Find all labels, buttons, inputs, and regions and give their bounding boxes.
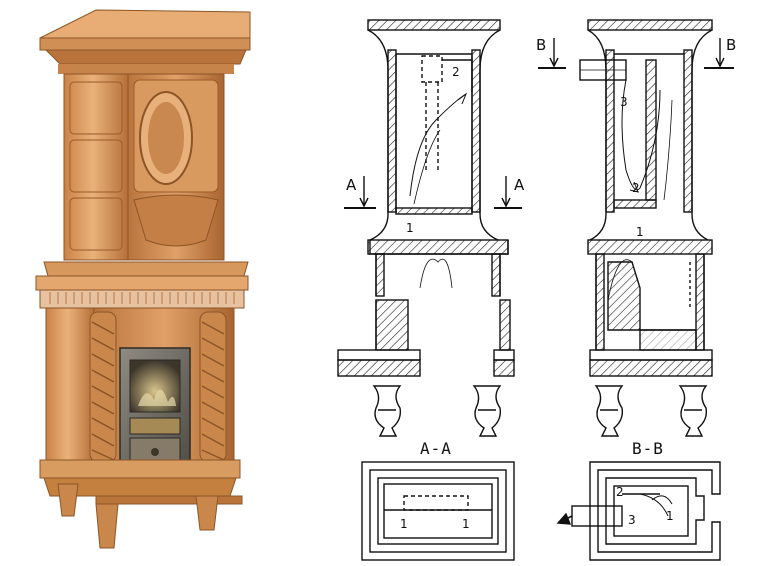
section-aa-title: A-A: [420, 439, 452, 458]
section-marker-b-left: B: [536, 36, 546, 54]
plan-bb-label-3: 3: [628, 513, 636, 527]
plan-aa-label-left: 1: [400, 517, 408, 531]
front-label-1: 1: [406, 221, 414, 235]
front-section-drawing: [337, 19, 522, 437]
side-label-2: 2: [632, 181, 640, 195]
side-section-drawing: [538, 19, 734, 437]
plan-aa-drawing: [361, 461, 515, 561]
section-marker-a-left: A: [346, 176, 357, 194]
firebox-door: [119, 347, 191, 473]
plan-bb-label-1: 1: [666, 509, 674, 523]
twisted-column-right: [199, 311, 227, 463]
side-label-3: 3: [620, 95, 628, 109]
plan-bb-drawing: [556, 461, 721, 561]
plan-bb-label-2: 2: [616, 485, 624, 499]
plan-aa-label-right: 1: [462, 517, 470, 531]
section-bb-title: B-B: [632, 439, 664, 458]
twisted-column-left: [89, 311, 117, 463]
section-marker-a-right: A: [514, 176, 525, 194]
side-label-1: 1: [636, 225, 644, 239]
tiled-stove-photo: [35, 9, 251, 549]
front-label-2: 2: [452, 65, 460, 79]
section-marker-b-right: B: [726, 36, 736, 54]
